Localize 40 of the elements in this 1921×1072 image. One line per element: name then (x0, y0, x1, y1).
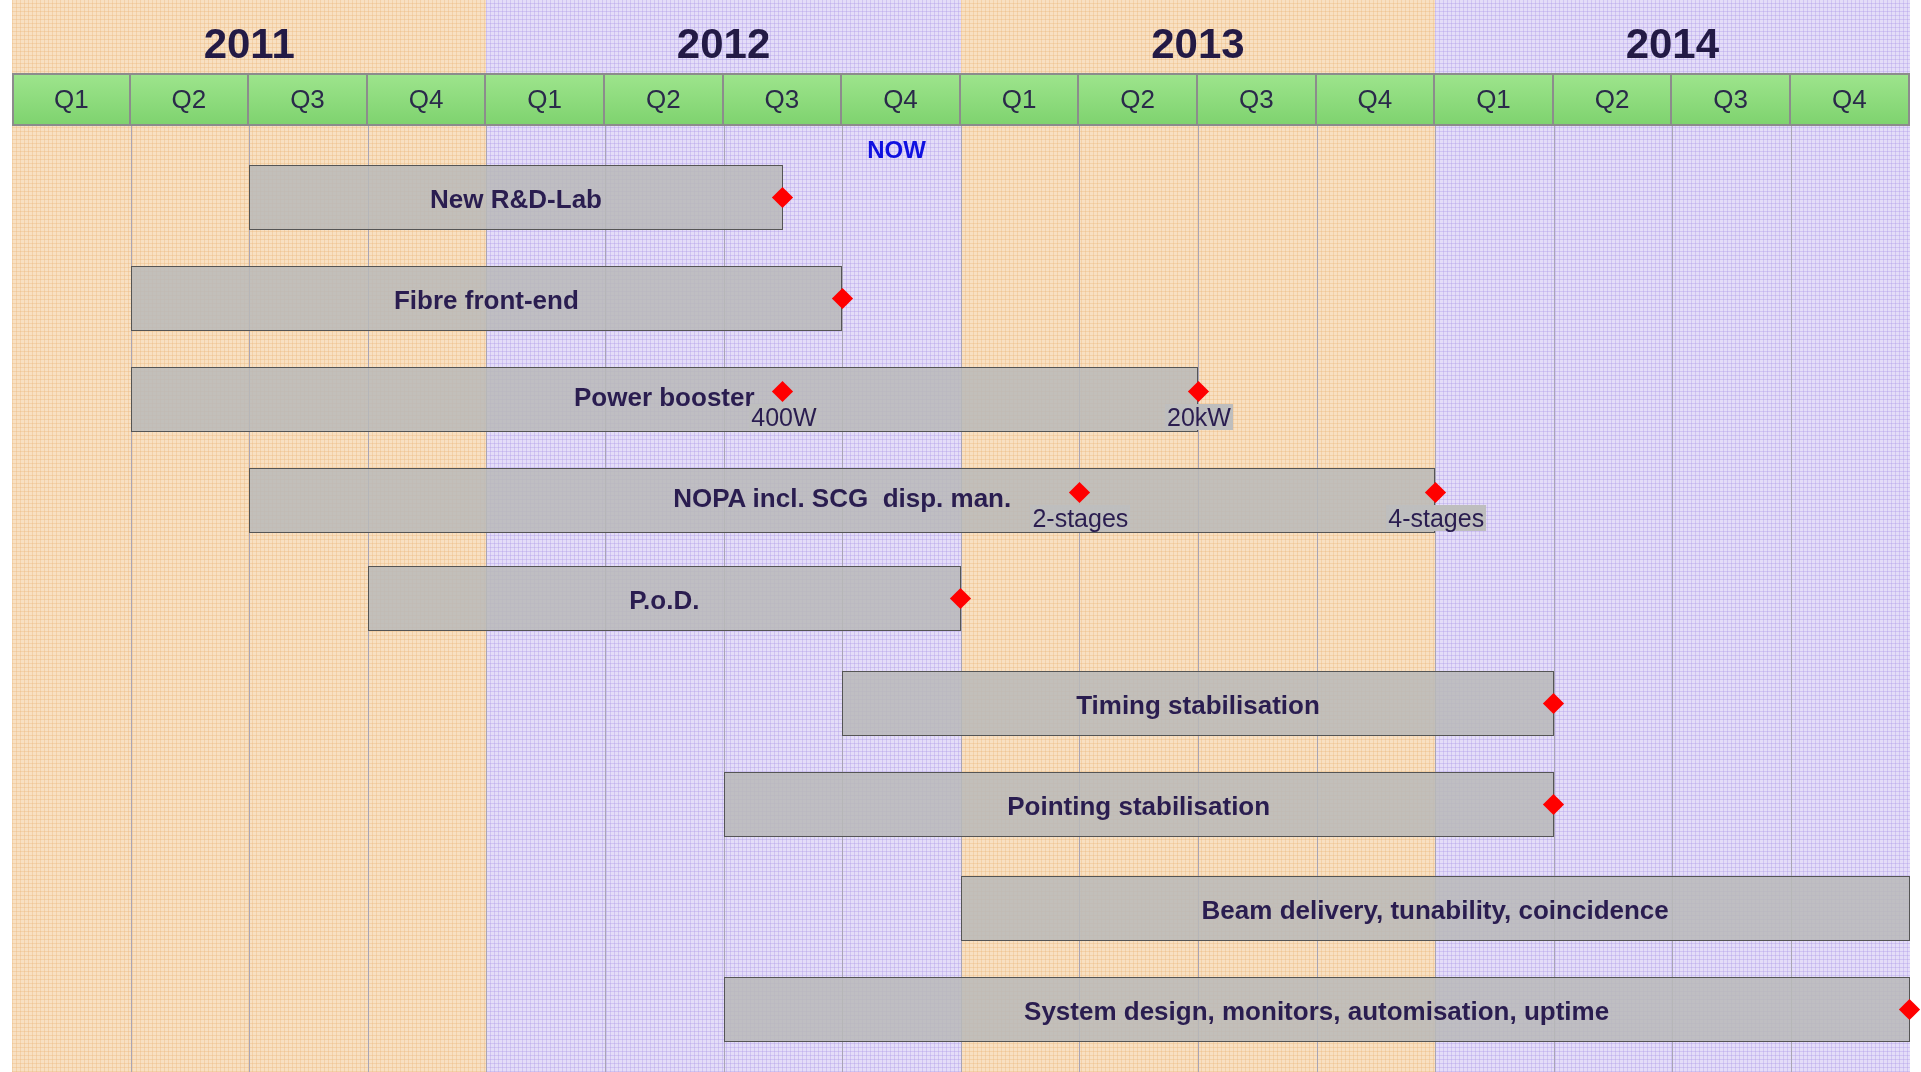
quarter-header: Q4 (842, 73, 961, 126)
task-label: New R&D-Lab (430, 184, 602, 214)
task-label: Fibre front-end (393, 285, 579, 315)
task-label: NOPA incl. SCG disp. man. (673, 483, 1012, 513)
task-label: Timing stabilisation (1076, 690, 1320, 720)
quarter-header: Q3 (1198, 73, 1317, 126)
task-bar (130, 266, 843, 331)
milestone-label: 4-stages (1386, 505, 1487, 531)
task-bar (842, 671, 1554, 736)
quarter-header: Q2 (130, 73, 250, 126)
now-marker: NOW (867, 136, 926, 164)
task-label: Beam delivery, tunability, coincidence (1201, 895, 1669, 925)
task-label: Pointing stabilisation (1007, 791, 1271, 821)
quarter-header: Q3 (723, 73, 843, 126)
year-label: 2012 (676, 20, 771, 68)
quarter-header: Q4 (1316, 73, 1436, 126)
quarter-header: Q3 (249, 73, 368, 126)
milestone-label: 2-stages (1030, 505, 1131, 531)
task-label: System design, monitors, automisation, uptime (1024, 996, 1610, 1026)
quarter-header: Q2 (1553, 73, 1673, 126)
milestone-label: 400W (749, 404, 819, 430)
task-bar (249, 165, 783, 230)
quarter-header: Q4 (367, 73, 487, 126)
task-label: P.o.D. (629, 585, 700, 615)
task-bar (960, 876, 1910, 941)
quarter-header: Q4 (1791, 73, 1910, 126)
year-label: 2011 (203, 20, 295, 68)
task-bar (723, 977, 1910, 1042)
task-bar (367, 566, 961, 631)
quarter-header: Q2 (1079, 73, 1198, 126)
quarter-header: Q1 (12, 73, 131, 126)
quarter-header: Q2 (605, 73, 724, 126)
quarter-header: Q1 (486, 73, 605, 126)
milestone-label: 20kW (1165, 404, 1233, 430)
quarter-header: Q1 (960, 73, 1080, 126)
quarter-header: Q1 (1435, 73, 1554, 126)
year-label: 2014 (1625, 20, 1720, 68)
year-label: 2013 (1151, 20, 1245, 68)
task-bar (723, 772, 1554, 837)
quarter-header: Q3 (1672, 73, 1791, 126)
